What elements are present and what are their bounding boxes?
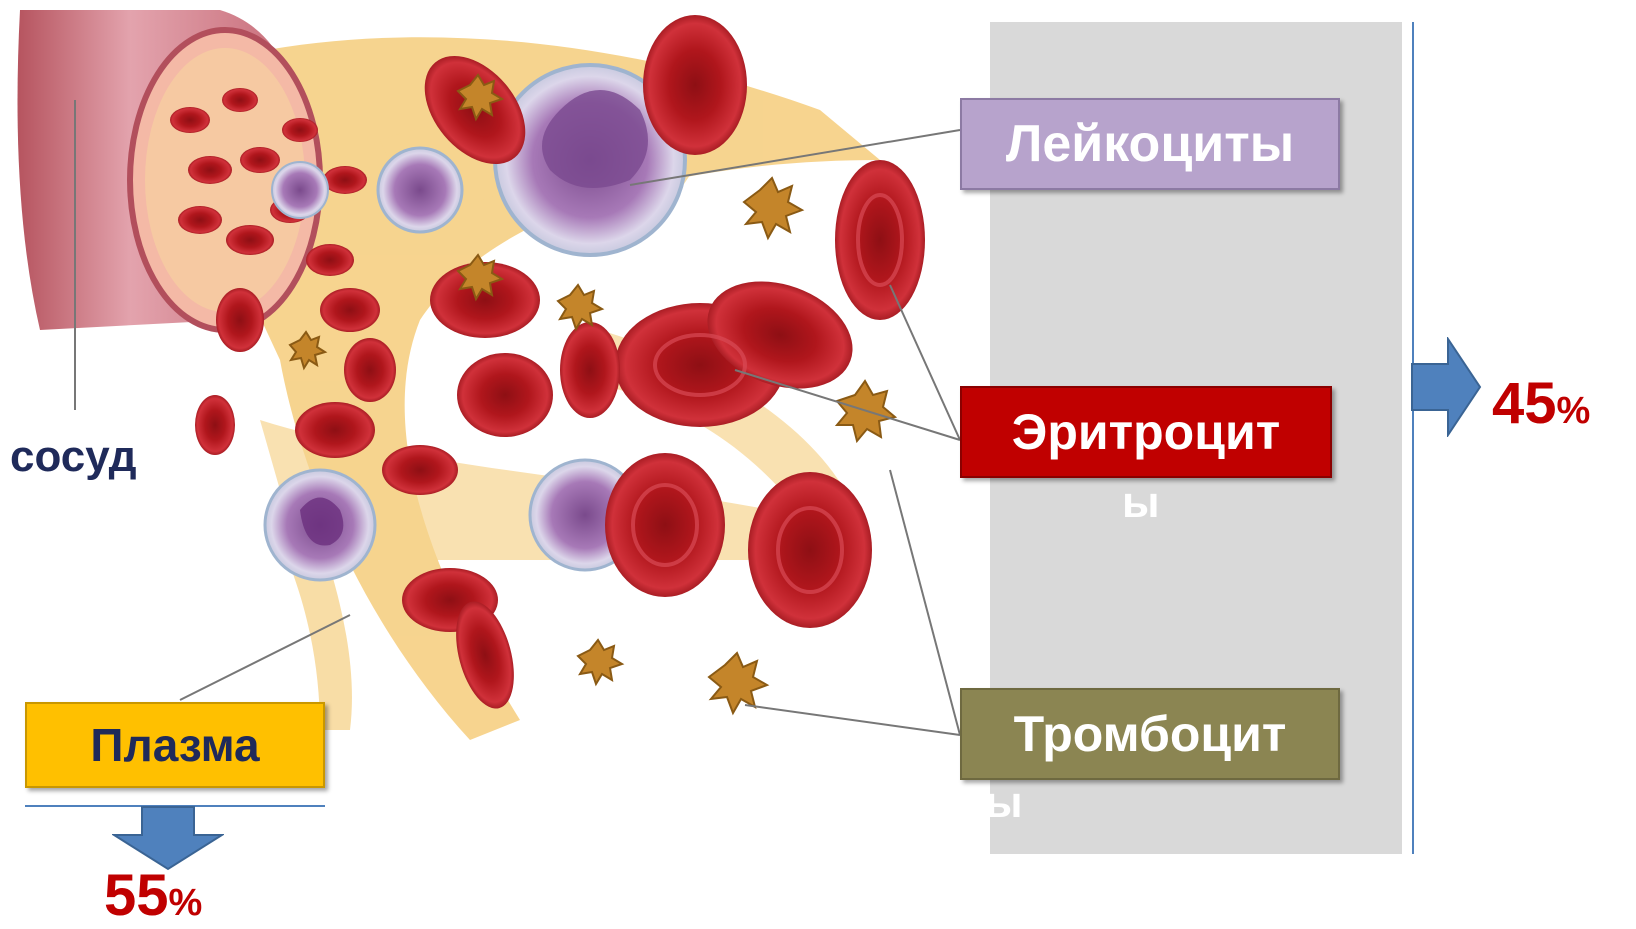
leukocytes-label-box: Лейкоциты <box>960 98 1340 190</box>
vessel-tube <box>18 10 321 330</box>
thrombocytes-label: Тромбоцит <box>1014 705 1287 763</box>
erythrocytes-label-box: Эритроцит <box>960 386 1332 478</box>
vessel-label: сосуд <box>10 432 137 482</box>
thrombocytes-label-suffix: ы <box>985 778 1023 828</box>
cells-percentage-value: 45 <box>1492 371 1557 436</box>
cells-percentage-sign: % <box>1557 390 1591 432</box>
leukocytes-label: Лейкоциты <box>1006 114 1294 174</box>
plasma-percentage: 55% <box>104 862 202 929</box>
erythrocytes-label-suffix: ы <box>1122 478 1160 528</box>
cells-percentage: 45% <box>1492 370 1590 437</box>
plasma-percentage-sign: % <box>169 882 203 924</box>
arrow-right-icon <box>1410 337 1482 437</box>
thrombocytes-label-box: Тромбоцит <box>960 688 1340 780</box>
plasma-label-box: Плазма <box>25 702 325 788</box>
erythrocytes-label: Эритроцит <box>1012 403 1280 461</box>
plasma-percentage-value: 55 <box>104 863 169 928</box>
plasma-label: Плазма <box>90 718 259 772</box>
